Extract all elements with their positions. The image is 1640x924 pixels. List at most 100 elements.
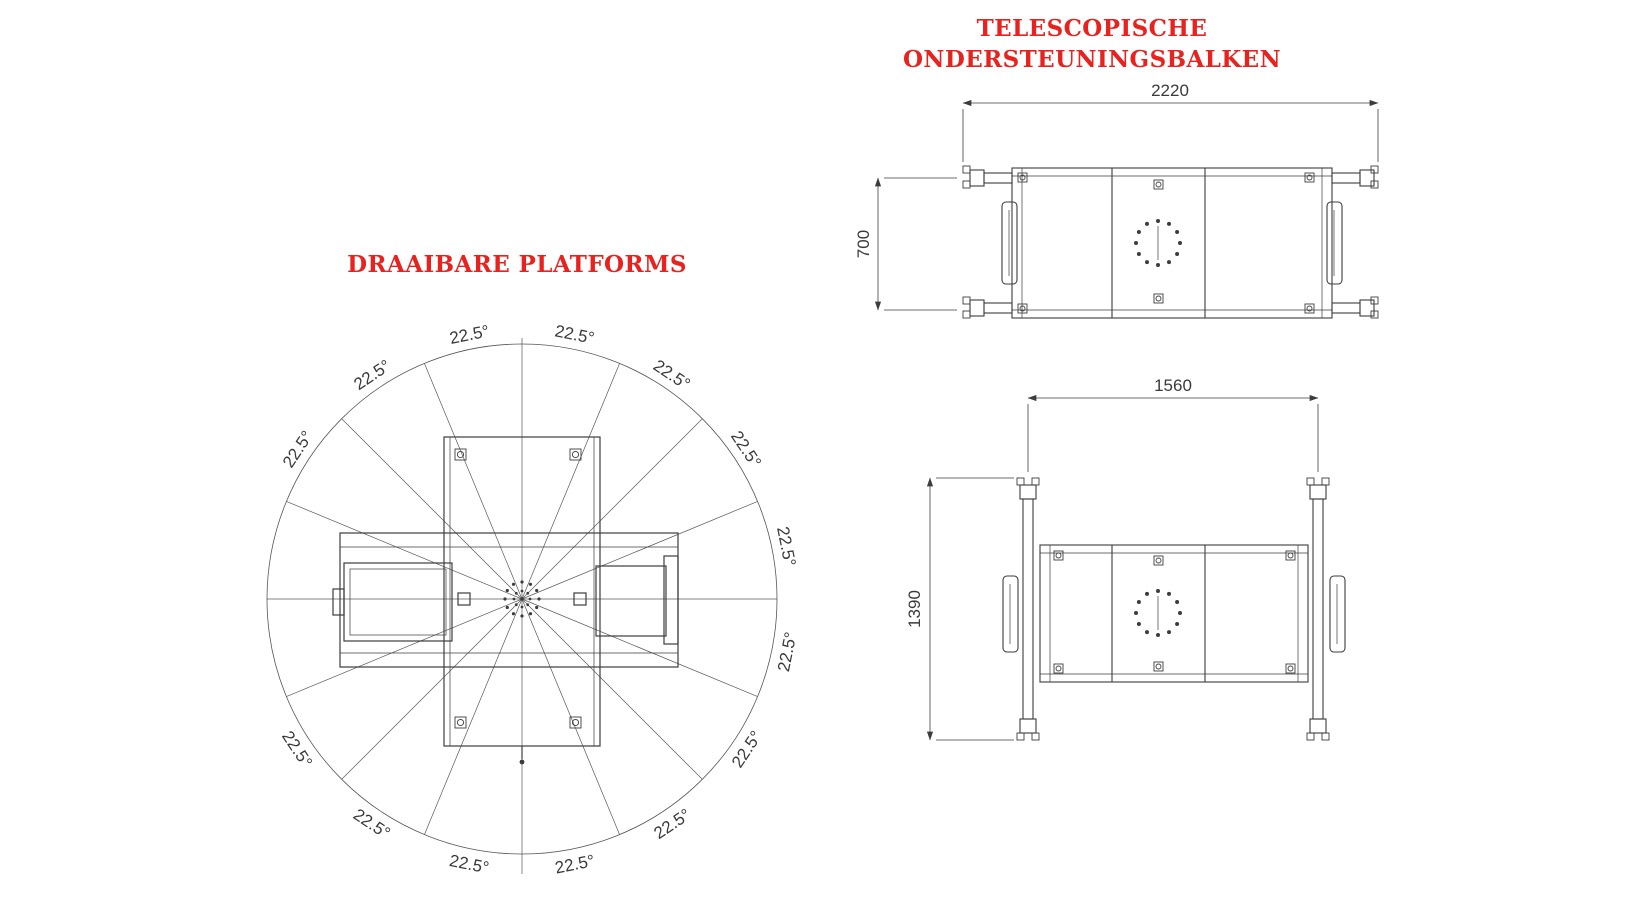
bolt-square	[1153, 293, 1164, 304]
bolt-dot	[1175, 252, 1180, 256]
angle-label: 22.5°	[448, 321, 491, 347]
bolt-dot	[520, 605, 524, 609]
telescopic-beam-head	[1309, 484, 1327, 500]
lift-body	[1039, 544, 1309, 683]
angle-label: 22.5°	[774, 630, 800, 673]
bolt-dot	[528, 597, 532, 601]
rotation-ray	[286, 501, 523, 600]
bolt-dot	[505, 605, 509, 610]
dimension-height-1390: 1390	[905, 477, 1014, 741]
bolt-square	[454, 448, 467, 461]
beam-tip-lugs	[1016, 477, 1330, 741]
bolt-dot	[520, 614, 524, 618]
pivot-lug	[457, 592, 471, 606]
bolt-dot	[520, 580, 524, 584]
bolt-square	[1153, 661, 1164, 672]
bolt-square	[1153, 179, 1164, 190]
right-carriage	[595, 565, 667, 637]
beam-tip-lug	[1306, 732, 1315, 741]
left-end-lug	[332, 588, 345, 616]
angle-label: 22.5°	[279, 427, 317, 471]
bolt-square	[1304, 303, 1315, 314]
bolt-dot	[1167, 630, 1171, 635]
bolt-head-icon	[1155, 181, 1162, 188]
angle-label: 22.5°	[350, 356, 394, 394]
platform-top-view	[332, 436, 679, 765]
bolt-head-icon	[1055, 552, 1062, 559]
beam-tip-lug	[1321, 477, 1330, 486]
bolt-dot	[526, 591, 530, 595]
telescopic-beam-shaft	[1312, 498, 1324, 720]
telescopic-beam-head	[1309, 718, 1327, 734]
bolt-head-icon	[456, 718, 465, 727]
drive-cabinet	[343, 562, 453, 642]
bolt-square	[1285, 550, 1296, 561]
bolt-square	[1053, 663, 1064, 674]
angle-label: 22.5°	[727, 427, 765, 471]
beam-tip-lug	[962, 296, 971, 305]
bolt-head-icon	[1155, 295, 1162, 302]
title-telescopic-support-beams: TELESCOPISCHE ONDERSTEUNINGSBALKEN	[882, 13, 1302, 75]
bolt-dot	[1136, 252, 1141, 256]
rotation-ray	[521, 363, 620, 600]
bolt-circle	[1134, 589, 1182, 637]
beam-tip-lug	[1370, 310, 1379, 319]
bolt-dot	[1136, 600, 1141, 604]
bolt-dot	[505, 588, 509, 593]
bolt-dot	[503, 597, 507, 601]
beam-tip-lug	[1370, 296, 1379, 305]
bolt-dot	[1134, 611, 1138, 615]
dimension-height-700: 700	[854, 177, 957, 311]
beam-tip-lug	[1016, 477, 1025, 486]
bolt-dot	[1156, 263, 1160, 267]
telescopic-beam-head	[1019, 484, 1037, 500]
rotation-ray	[424, 598, 523, 835]
right-side-plate	[1329, 575, 1346, 653]
arm-tip-lugs	[962, 165, 1379, 319]
right-side-plate	[1326, 201, 1343, 285]
bolt-dot	[511, 612, 516, 616]
telescopic-arm-head	[1359, 299, 1375, 317]
bolt-square	[1017, 303, 1028, 314]
bolt-dot	[514, 591, 518, 595]
title-right-line2: ONDERSTEUNINGSBALKEN	[902, 46, 1282, 73]
title-left-text: DRAAIBARE PLATFORMS	[347, 251, 687, 278]
bolt-head-icon	[1306, 174, 1313, 181]
dim-label-width: 1560	[1154, 376, 1192, 395]
body-bolts	[1017, 172, 1315, 314]
bolt-head-icon	[571, 450, 580, 459]
beam-tip-lug	[962, 165, 971, 174]
bolt-dot	[535, 588, 539, 593]
bolt-dot	[528, 582, 533, 586]
platform-corner-bolts	[454, 448, 582, 729]
bolt-dot	[1178, 241, 1182, 245]
title-right-line1: TELESCOPISCHE	[976, 15, 1208, 42]
rotation-rays	[267, 338, 777, 874]
beam-tip-lug	[1031, 477, 1040, 486]
bolt-head-icon	[1306, 305, 1313, 312]
left-side-plate	[1002, 575, 1019, 653]
bolt-square	[454, 716, 467, 729]
bolt-head-icon	[456, 450, 465, 459]
beam-tip-lug	[1321, 732, 1330, 741]
bolt-dot	[512, 597, 516, 601]
drive-cabinet-inner	[349, 568, 447, 636]
beam-bottom-view-diagram: 1560 1390	[905, 376, 1346, 741]
dimension-width-1560: 1560	[1027, 376, 1319, 472]
beam-tip-lug	[962, 310, 971, 319]
bolt-square	[1285, 663, 1296, 674]
beam-tip-lug	[1370, 180, 1379, 189]
beam-tip-lug	[962, 180, 971, 189]
left-side-plate	[1001, 201, 1018, 285]
lift-body	[1011, 167, 1333, 319]
bolt-dot	[1145, 591, 1149, 596]
bolt-head-icon	[1287, 552, 1294, 559]
angle-label: 22.5°	[728, 727, 766, 771]
bolt-dot	[1175, 230, 1180, 234]
bolt-square	[569, 448, 582, 461]
body-bolts	[1053, 550, 1296, 674]
telescopic-arm-head	[969, 169, 985, 187]
telescopic-arm-shaft	[983, 172, 1013, 184]
bolt-square	[569, 716, 582, 729]
